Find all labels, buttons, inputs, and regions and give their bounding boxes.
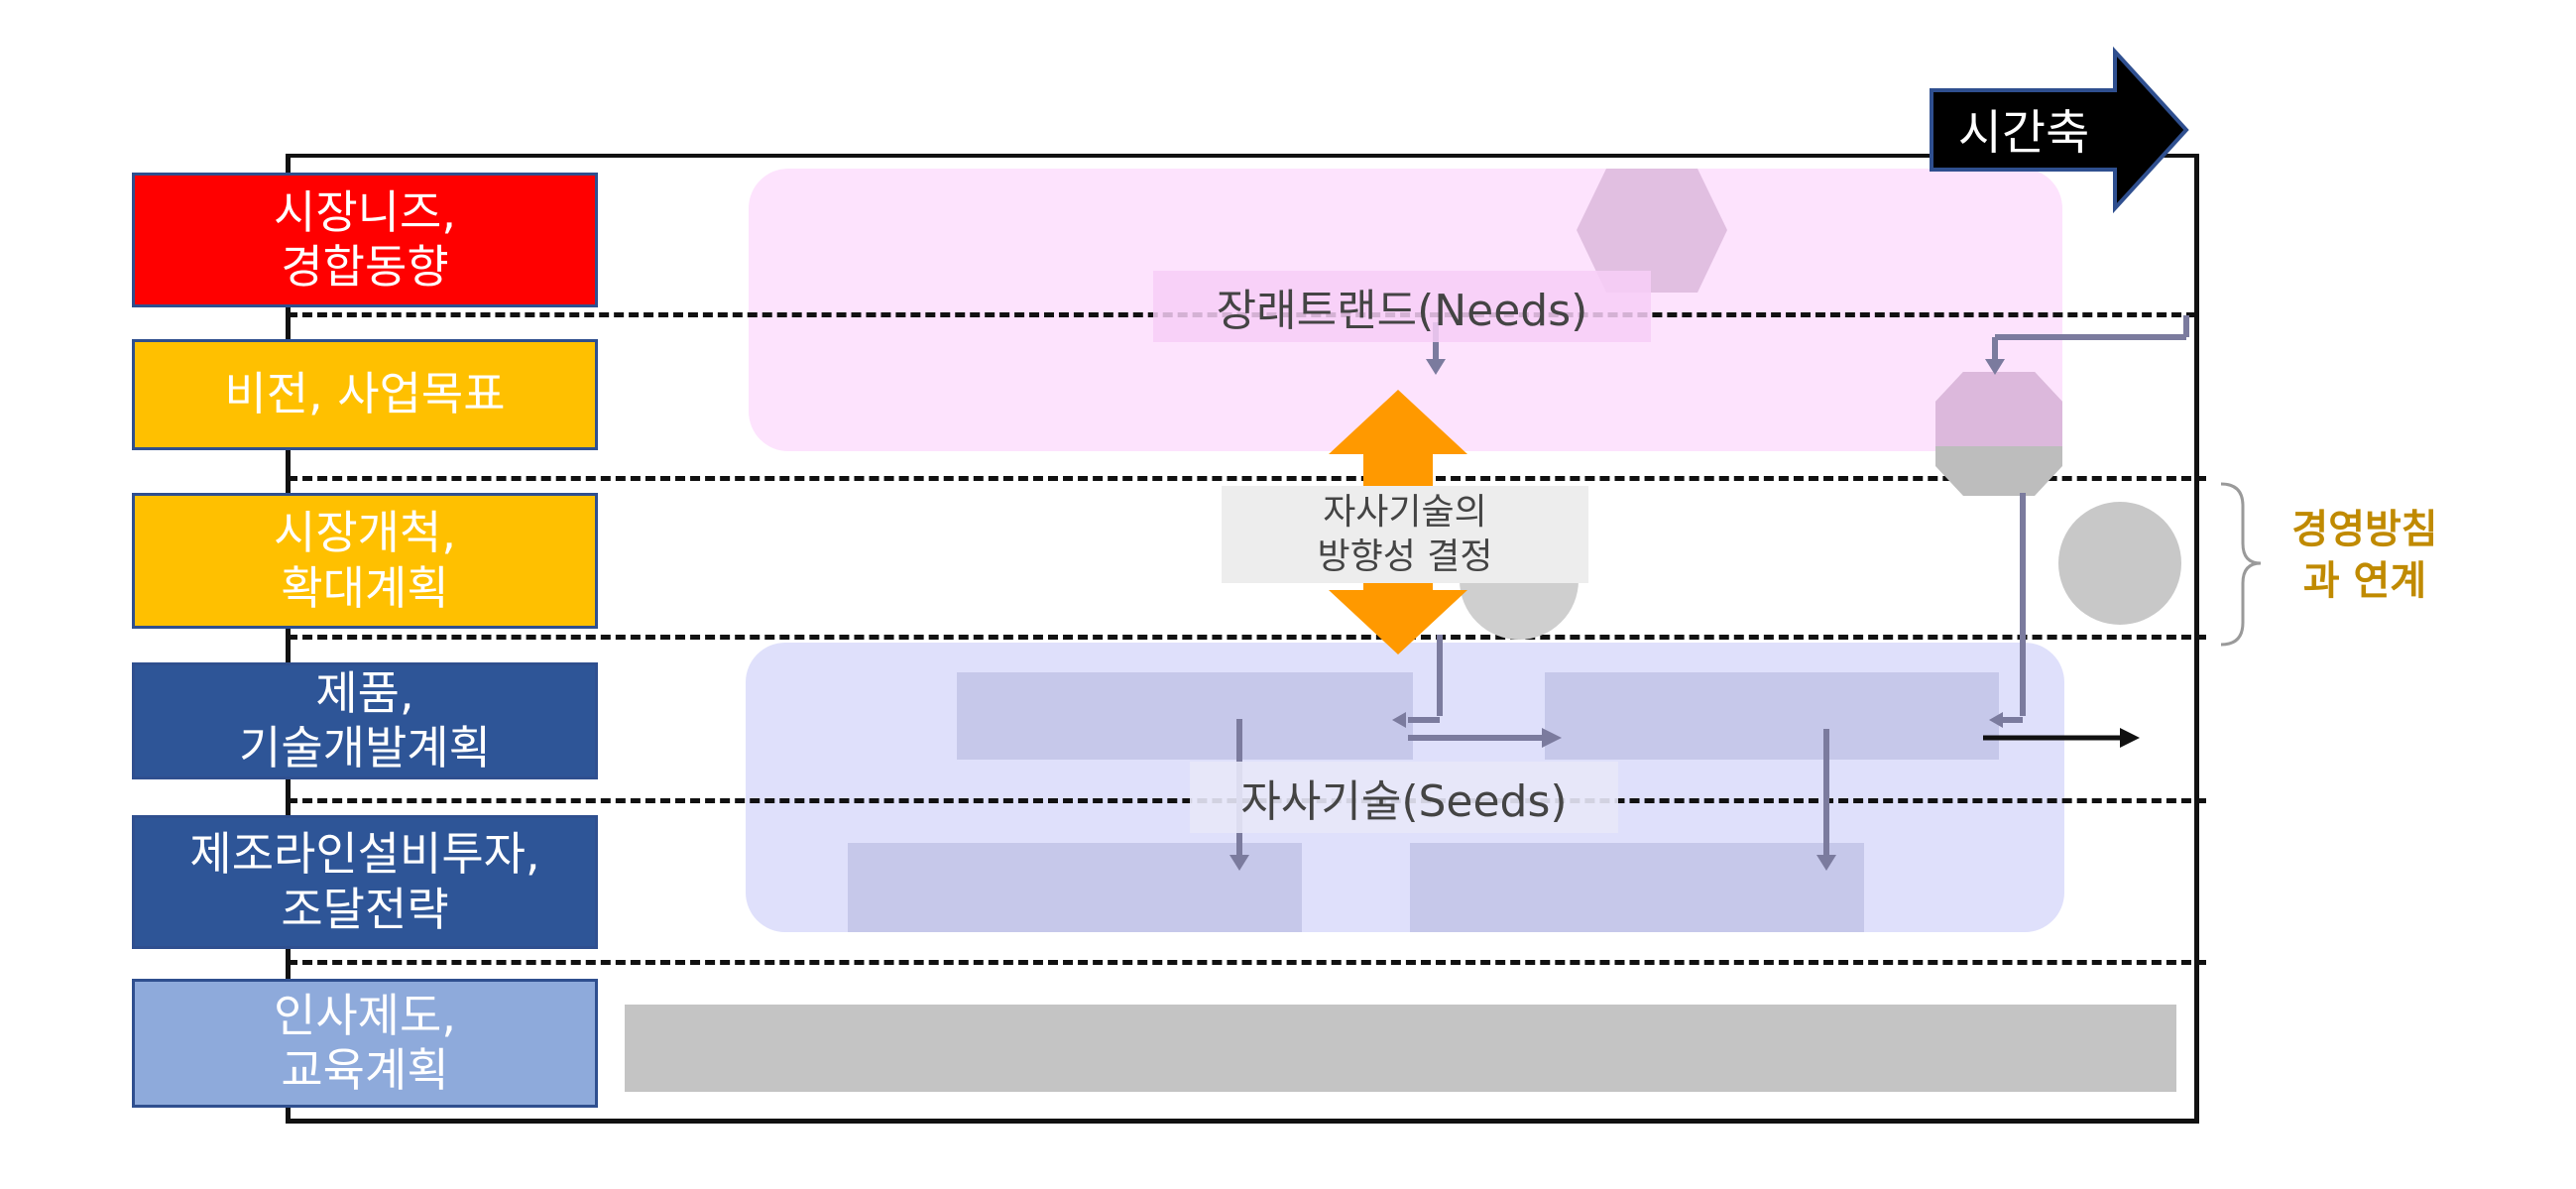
time-axis-arrow (1930, 47, 2189, 213)
bar-shape (848, 843, 1302, 932)
row-label-vision: 비전, 사업목표 (132, 339, 598, 450)
direction-label: 자사기술의 방향성 결정 (1222, 486, 1588, 583)
bar-shape (625, 1005, 2176, 1092)
arrowhead (1542, 728, 1562, 748)
brace-shape (2220, 482, 2262, 647)
bar-shape (1410, 843, 1864, 932)
arrowhead (1392, 712, 1406, 728)
management-label: 경영방침 과 연계 (2291, 507, 2438, 604)
arrowhead (1816, 855, 1836, 871)
arrowhead (1985, 359, 2005, 375)
row-label-product-tech: 제품, 기술개발계획 (132, 662, 598, 779)
row-divider (288, 960, 2206, 965)
circle-shape (2058, 502, 2181, 625)
row-label-market-needs: 시장니즈, 경합동향 (132, 173, 598, 307)
time-axis-label: 시간축 (1957, 105, 2090, 161)
bar-shape (1545, 672, 1999, 760)
output-arrowhead (2120, 728, 2140, 748)
row-divider (288, 476, 2206, 481)
arrowhead (1989, 712, 2003, 728)
hexagon-shape (1577, 169, 1727, 293)
needs-label: 장래트랜드(Needs) (1153, 271, 1651, 342)
arrowhead (1229, 855, 1249, 871)
bar-shape (957, 672, 1413, 760)
row-label-market-expansion: 시장개척, 확대계획 (132, 493, 598, 629)
arrowhead (1426, 359, 1446, 375)
octagon-shape (1935, 372, 2062, 446)
row-divider (288, 635, 2206, 640)
seeds-label: 자사기술(Seeds) (1190, 762, 1618, 833)
row-label-manufacturing: 제조라인설비투자, 조달전략 (132, 815, 598, 949)
row-label-hr: 인사제도, 교육계획 (132, 979, 598, 1108)
